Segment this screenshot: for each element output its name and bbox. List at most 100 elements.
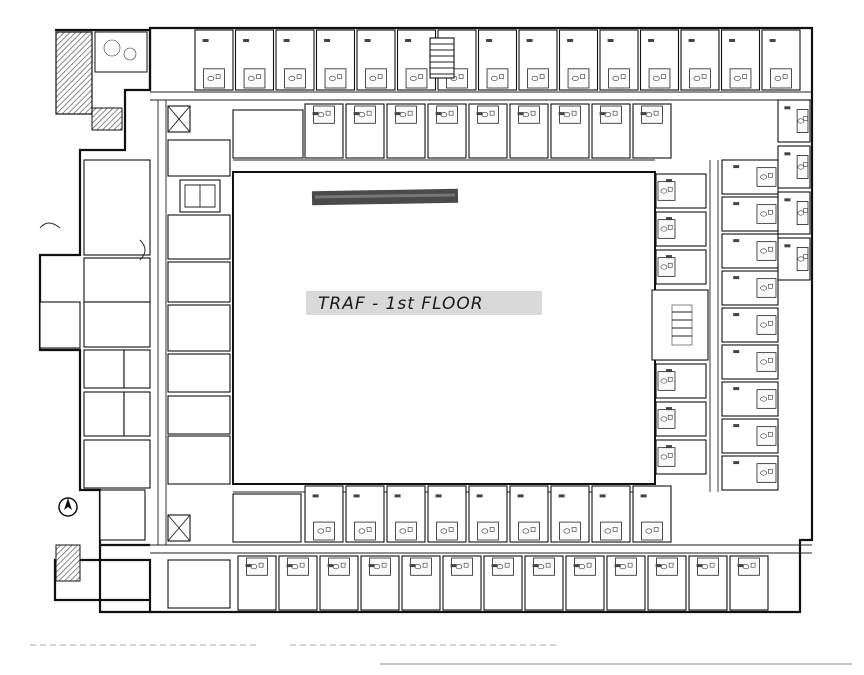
sink-icon [661,74,666,79]
room-tag [696,564,703,568]
room-tag [733,461,740,465]
west-wing-rooms [39,109,304,609]
toilet-icon [522,528,530,534]
room-tag [312,112,319,116]
toilet-icon [760,322,767,328]
room-tag [737,564,744,568]
mechanical-area [55,31,148,582]
room-tag [599,112,606,116]
sink-icon [768,394,773,400]
sink-icon [627,562,633,568]
room-tag [394,494,401,498]
sink-icon [667,224,673,230]
room-tag [733,239,740,243]
sink-icon [768,468,773,474]
toilet-icon [660,378,668,384]
room-tag [368,564,375,568]
toilet-icon [317,528,325,534]
toilet-icon [612,75,620,81]
patient-room [721,196,779,232]
room-tag [526,39,533,42]
sink-icon [366,527,372,532]
sink-icon [337,74,342,79]
sink-icon [668,562,674,568]
room-tag [607,39,614,42]
room-tag [666,179,672,183]
room-tag [327,564,334,568]
toilet-icon [660,188,668,194]
toilet-icon [563,528,571,534]
room-tag [435,112,442,116]
sink-icon [499,74,504,79]
toilet-icon [604,112,612,118]
toilet-icon [288,75,296,81]
toilet-icon [537,564,545,570]
sink-icon [489,110,495,116]
sink-icon [571,527,577,532]
room-tag [517,494,524,498]
toilet-icon [207,75,215,81]
sink-icon [768,246,773,252]
sink-icon [803,208,808,213]
room-tag [666,445,672,449]
room-tag [784,198,791,202]
room-tag [733,276,740,280]
room-tag [450,564,457,568]
toilet-icon [563,112,571,118]
room-tag [640,494,647,498]
room-tag [558,112,565,116]
room-tag [666,407,672,411]
toilet-icon [332,564,340,570]
room-tag [733,313,740,317]
sink-icon [325,110,331,116]
room-tag [599,494,606,498]
sink-icon [407,110,413,116]
sink-icon [586,562,592,568]
sink-icon [299,562,305,568]
room-tag [640,112,647,116]
sink-icon [463,562,469,568]
toilet-icon [660,416,668,422]
sink-icon [377,74,383,79]
toilet-icon [760,470,767,476]
sink-icon [768,320,773,326]
sink-icon [612,110,618,116]
toilet-icon [693,75,701,81]
toilet-icon [701,564,709,570]
sink-icon [653,527,659,532]
sink-icon [258,562,264,568]
toilet-icon [250,564,258,570]
room-tag [283,39,290,42]
room-tag [286,564,293,568]
room-tag [202,39,209,42]
toilet-icon [660,454,668,460]
room-tag [655,564,662,568]
room-tag [733,387,740,391]
footer-marks [30,644,852,665]
toilet-icon [248,75,255,81]
room-tag [435,494,442,498]
sink-icon [448,527,454,532]
sink-icon [571,110,577,116]
room-tag [688,39,695,42]
room-tag [405,39,412,42]
nurse-station [651,289,709,361]
toilet-icon [797,210,805,216]
toilet-icon [399,528,407,534]
room-tag [394,112,401,116]
sink-icon [366,110,372,116]
toilet-icon [399,112,407,118]
toilet-icon [660,564,668,570]
sink-icon [504,562,510,568]
handwritten-label: TRAF - 1st FLOOR [306,291,542,315]
room-tag [666,255,672,259]
plan-label-text: TRAF - 1st FLOOR [318,294,484,314]
sink-icon [768,357,773,363]
room-tag [312,494,319,498]
room-tag [567,39,574,42]
room-tag [364,39,371,42]
toilet-icon [760,359,767,365]
sink-icon [296,74,302,79]
room-tag [353,494,360,498]
